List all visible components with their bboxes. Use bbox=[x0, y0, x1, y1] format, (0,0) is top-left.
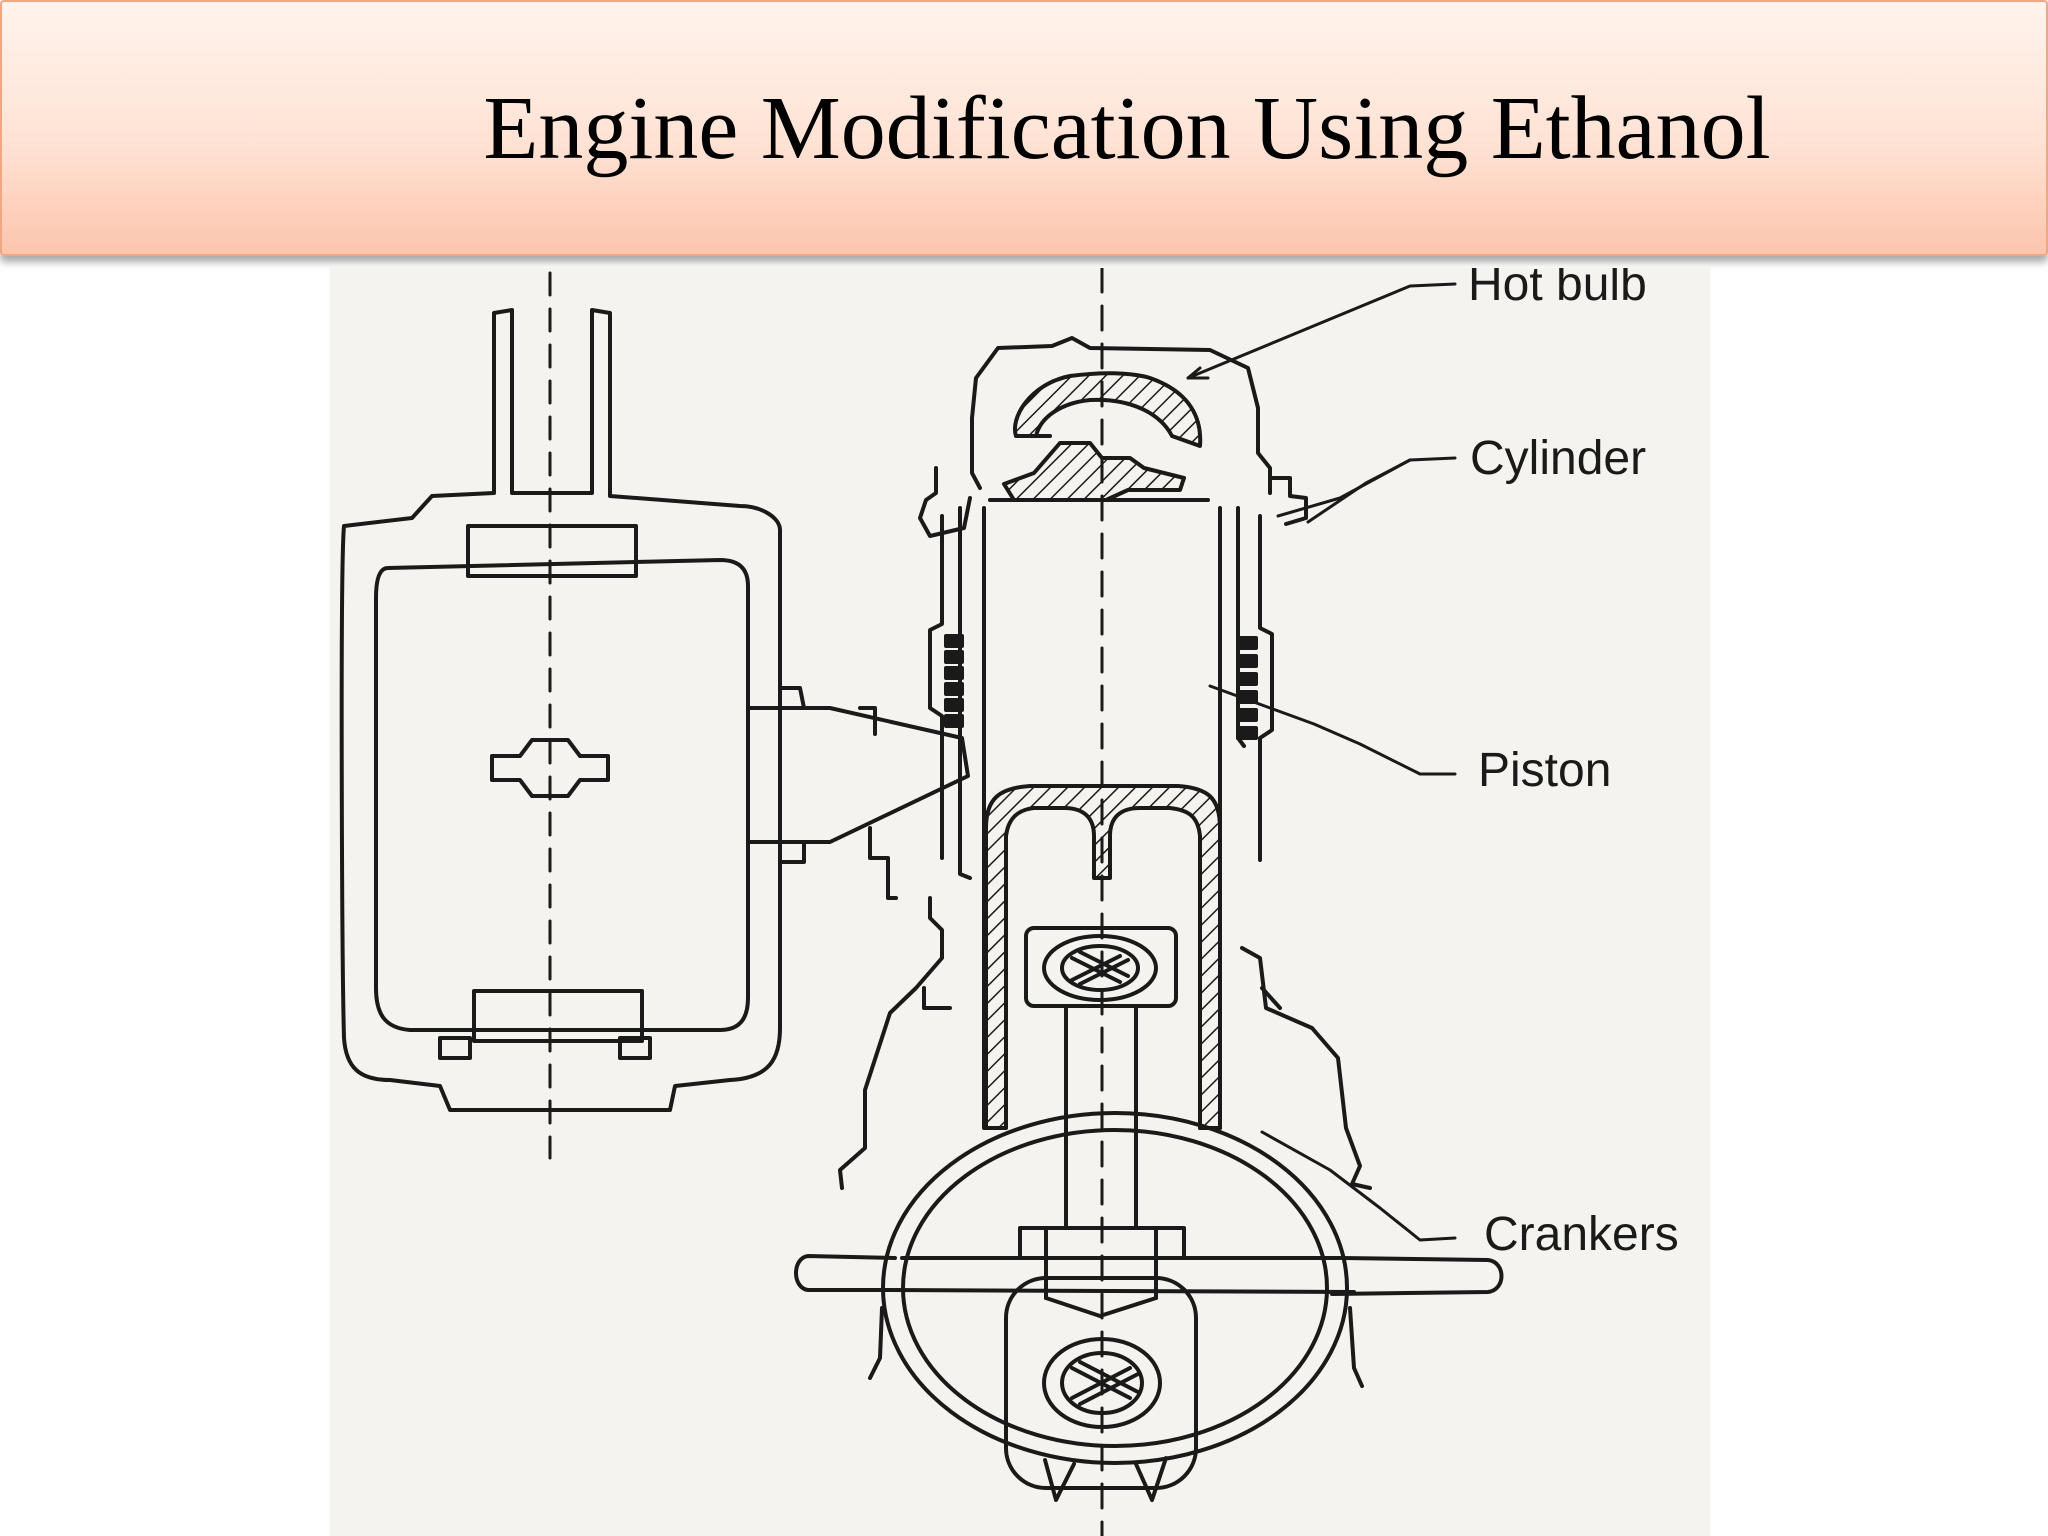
label-piston: Piston bbox=[1478, 744, 1611, 797]
title-bar: Engine Modification Using Ethanol bbox=[0, 0, 2048, 256]
connecting-arm bbox=[746, 686, 970, 900]
label-crankers: Crankers bbox=[1484, 1208, 1679, 1261]
cylinder-head bbox=[918, 268, 1308, 1536]
label-hot-bulb: Hot bulb bbox=[1468, 268, 1647, 311]
label-cylinder: Cylinder bbox=[1470, 432, 1646, 485]
piston bbox=[984, 784, 1222, 1130]
engine-diagram-svg: Hot bulb Cylinder Piston Crankers bbox=[339, 268, 1679, 1536]
slide-title: Engine Modification Using Ethanol bbox=[483, 79, 1771, 178]
leader-lines bbox=[1186, 282, 1457, 1242]
crank-case bbox=[794, 1111, 1504, 1502]
engine-diagram: Hot bulb Cylinder Piston Crankers bbox=[330, 268, 1710, 1536]
flywheel-housing bbox=[339, 271, 782, 1160]
